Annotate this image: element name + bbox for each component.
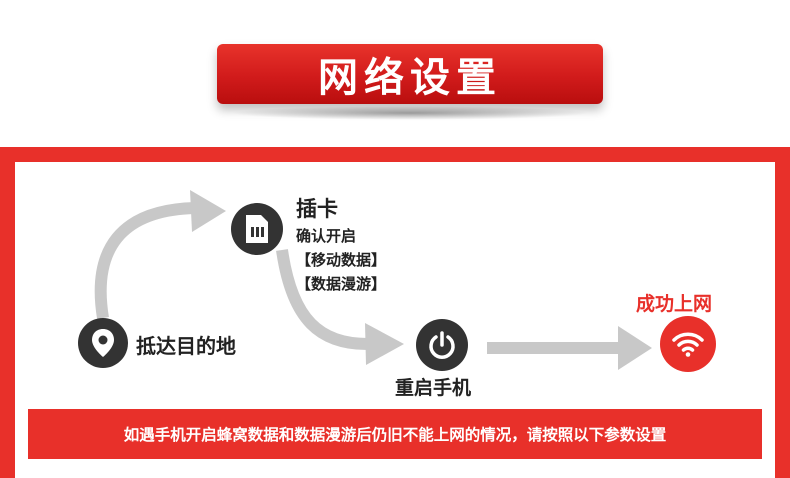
arrive-step-label: 抵达目的地 [136,334,236,358]
sim-step-line-2: 【移动数据】 [296,251,387,269]
restart-step-label: 重启手机 [395,377,472,399]
location-pin-icon [78,318,128,368]
sim-step-line-3: 【数据漫游】 [296,275,387,293]
title-shadow [230,106,590,120]
wifi-icon [660,316,716,372]
sim-step-line-1: 确认开启 [296,227,357,245]
arrow-head-sim [190,190,226,232]
page-title: 网络设置 [318,55,502,101]
note-text: 如遇手机开启蜂窝数据和数据漫游后仍旧不能上网的情况，请按照以下参数设置 [123,426,667,444]
arrow-arrive-to-sim [94,202,196,319]
title-banner: 网络设置 [217,44,603,104]
arrow-restart-to-success [487,342,623,354]
power-icon [416,319,468,371]
note-banner: 如遇手机开启蜂窝数据和数据漫游后仍旧不能上网的情况，请按照以下参数设置 [28,409,762,459]
arrow-head-success [618,326,652,370]
arrow-sim-to-restart [276,249,371,351]
sim-step-title: 插卡 [296,197,338,221]
success-step-label: 成功上网 [636,293,713,315]
arrow-head-restart [365,323,404,365]
sim-card-icon [231,203,283,255]
